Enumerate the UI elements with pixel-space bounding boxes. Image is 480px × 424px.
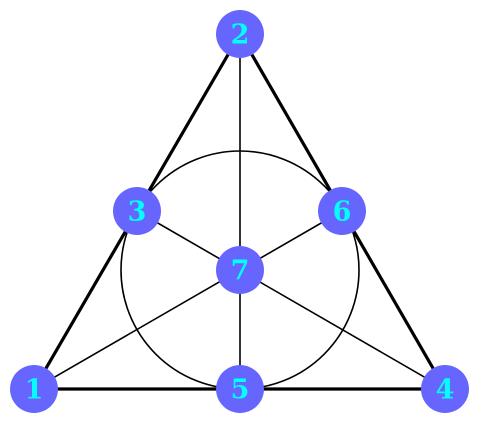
node-2: 2 xyxy=(216,10,264,58)
line-1-7-6 xyxy=(33,210,343,390)
node-disc-4 xyxy=(421,365,469,413)
node-1: 1 xyxy=(10,365,58,413)
node-disc-7 xyxy=(216,246,264,294)
line-3-7-4 xyxy=(136,210,446,390)
node-label-7: 7 xyxy=(231,256,250,287)
node-label-6: 6 xyxy=(333,197,352,228)
node-disc-3 xyxy=(113,187,161,235)
node-4: 4 xyxy=(421,365,469,413)
node-6: 6 xyxy=(318,187,366,235)
lines-layer xyxy=(32,32,447,391)
node-5: 5 xyxy=(216,365,264,413)
node-3: 3 xyxy=(113,187,161,235)
node-disc-2 xyxy=(216,10,264,58)
node-7: 7 xyxy=(216,246,264,294)
node-label-5: 5 xyxy=(231,375,250,406)
nodes-layer: 1 2 3 4 5 6 7 xyxy=(10,10,469,413)
node-disc-5 xyxy=(216,365,264,413)
node-label-2: 2 xyxy=(231,20,250,51)
node-disc-1 xyxy=(10,365,58,413)
node-disc-6 xyxy=(318,187,366,235)
node-label-4: 4 xyxy=(436,375,455,406)
node-label-1: 1 xyxy=(25,375,44,406)
node-label-3: 3 xyxy=(128,197,147,228)
